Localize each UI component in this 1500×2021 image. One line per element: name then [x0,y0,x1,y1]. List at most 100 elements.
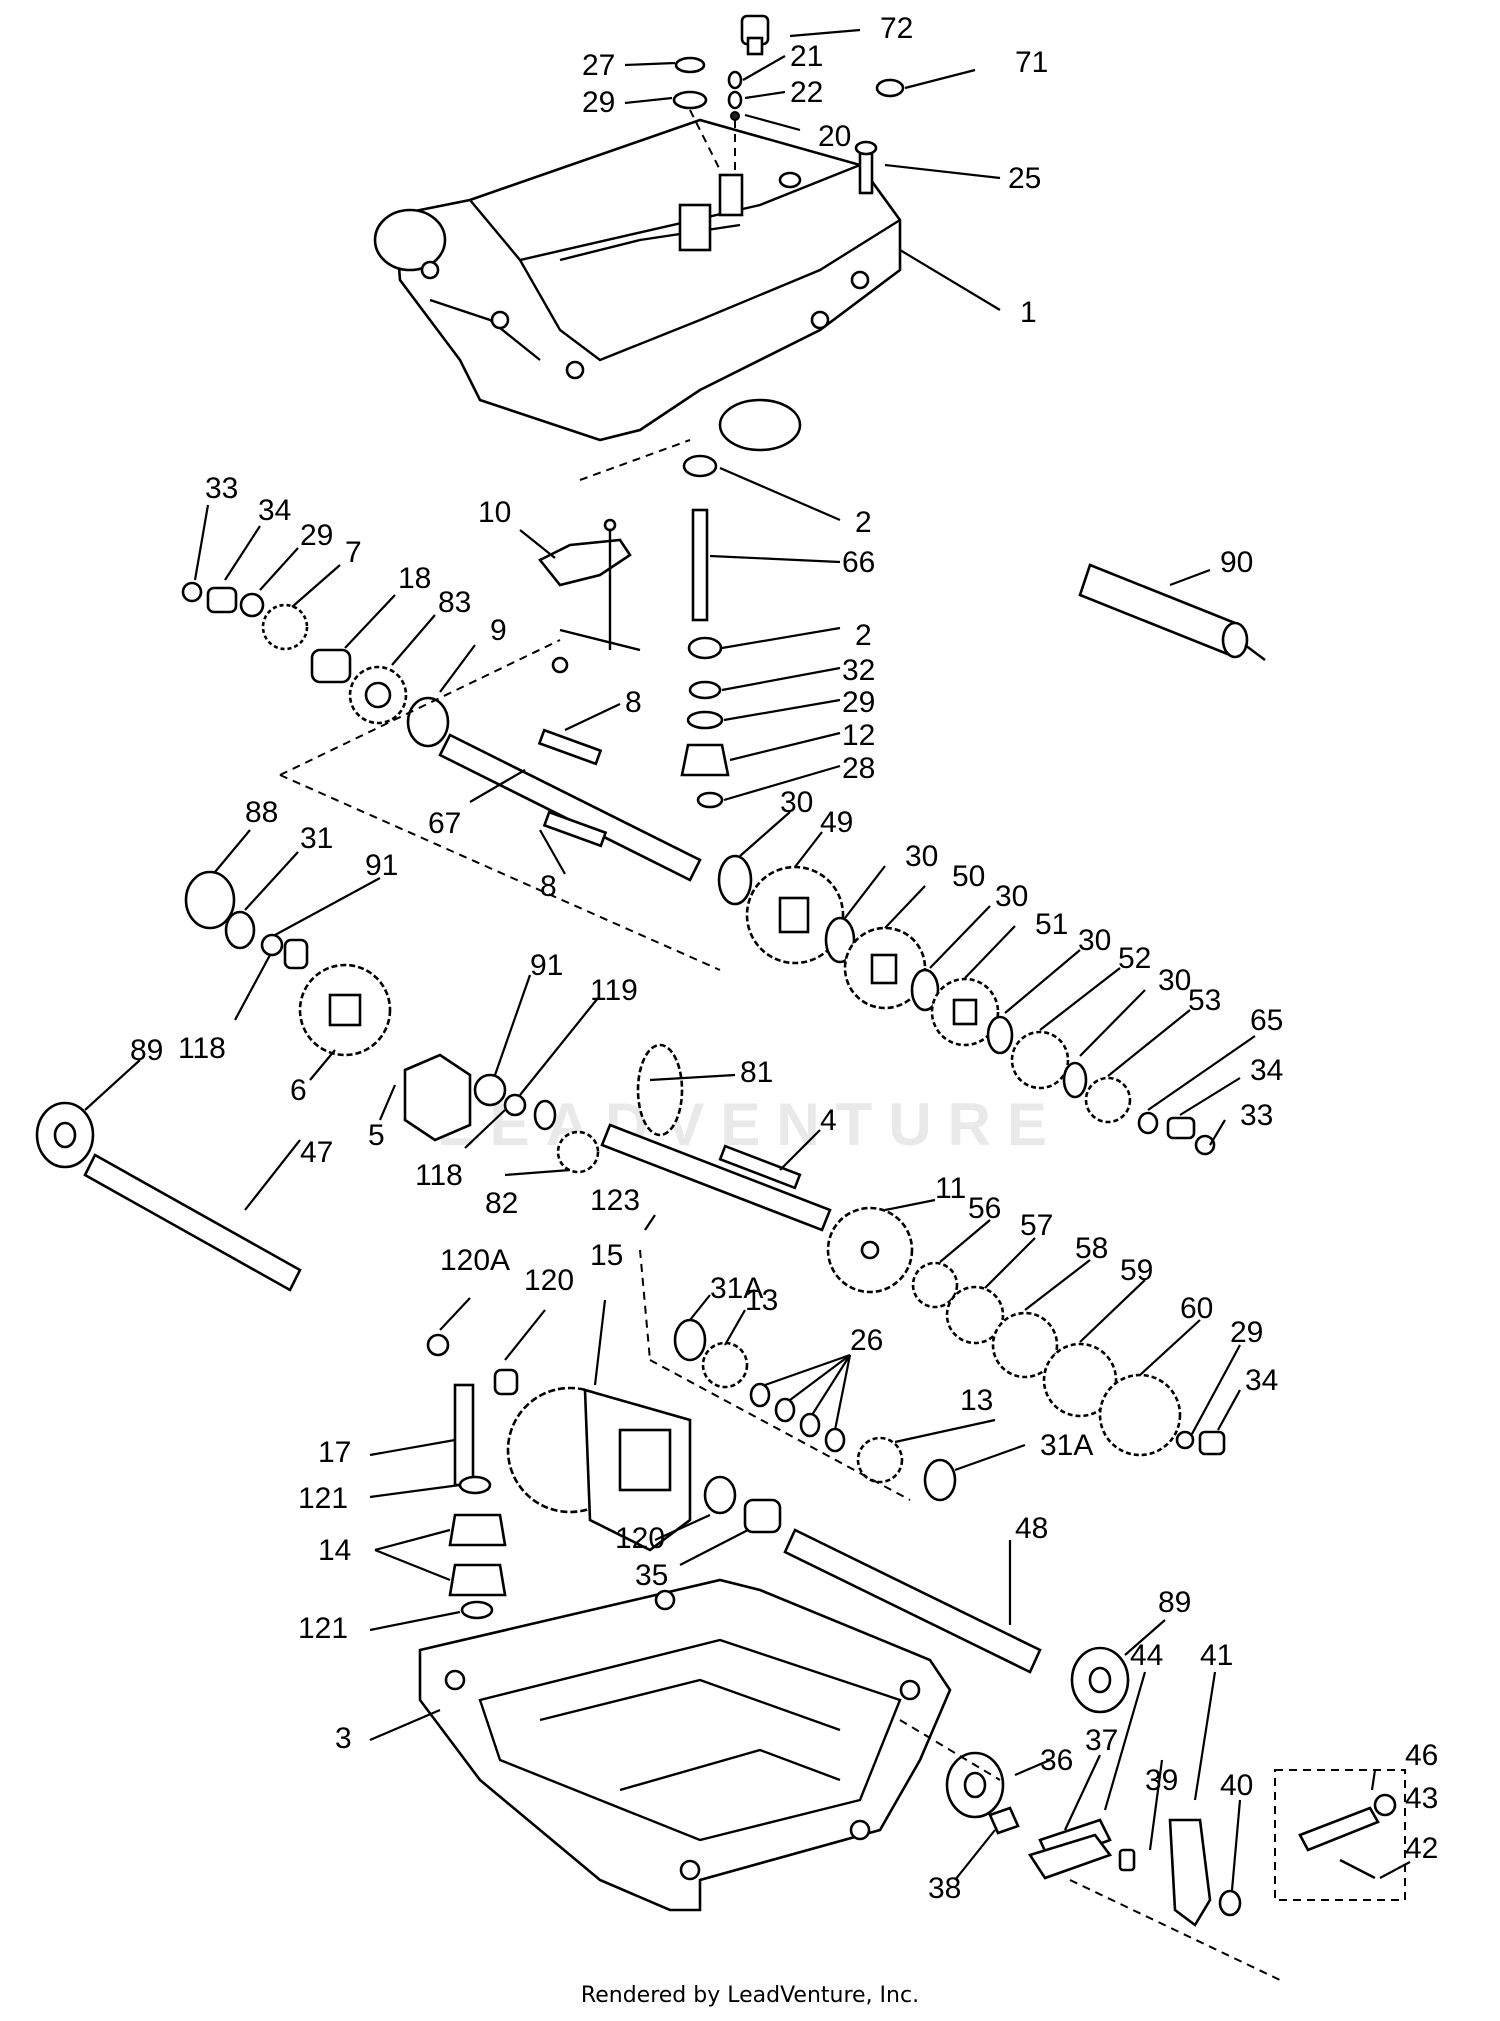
label-2-top: 2 [855,506,872,539]
label-36: 36 [1040,1744,1073,1777]
top-small-parts [672,14,905,195]
label-29: 29 [582,86,615,119]
shaft-4 [600,1123,832,1232]
right-gear-cluster [717,854,1216,1156]
label-25: 25 [1008,162,1041,195]
label-28: 28 [842,752,875,785]
label-81: 81 [740,1056,773,1089]
part-number-labels: 72 27 21 29 22 71 20 25 1 33 34 29 7 10 … [130,12,1438,1905]
label-8-bottom: 8 [540,870,557,903]
label-44: 44 [1130,1639,1163,1672]
shift-fork-assembly [537,518,641,674]
label-49: 49 [820,806,853,839]
left-middle-gears [184,870,684,1174]
watermark-text: LEADVENTURE [437,1091,1063,1158]
lower-housing [418,1578,952,1912]
label-67: 67 [428,807,461,840]
label-32: 32 [842,654,875,687]
label-31A-bottom: 31A [1040,1429,1093,1462]
label-2-mid: 2 [855,619,872,652]
main-shaft-67 [438,728,702,882]
cylinder-part-90 [1078,563,1266,661]
dashed-guides [279,439,1281,1981]
label-12: 12 [842,719,875,752]
label-51: 51 [1035,908,1068,941]
label-52: 52 [1118,942,1151,975]
label-35: 35 [635,1559,668,1592]
left-gear-stack-top [181,581,450,748]
label-59: 59 [1120,1254,1153,1287]
shift-bracket-parts [945,1751,1406,1927]
label-48: 48 [1015,1512,1048,1545]
label-14: 14 [318,1534,351,1567]
label-30-c: 30 [995,880,1028,913]
label-18: 18 [398,562,431,595]
label-46: 46 [1405,1739,1438,1772]
label-29-left: 29 [300,519,333,552]
label-8-top: 8 [625,686,642,719]
label-30-b: 30 [905,840,938,873]
label-90: 90 [1220,546,1253,579]
label-33-top: 33 [205,472,238,505]
label-71: 71 [1015,46,1048,79]
label-91-left: 91 [365,849,398,882]
label-21: 21 [790,40,823,73]
label-43: 43 [1405,1782,1438,1815]
label-30-e: 30 [1158,964,1191,997]
label-7: 7 [345,536,362,569]
label-121-top: 121 [298,1482,348,1515]
label-120-top: 120 [524,1264,574,1297]
label-91-mid: 91 [530,949,563,982]
footer-credit: Rendered by LeadVenture, Inc. [580,1983,920,2008]
label-89-left: 89 [130,1034,163,1067]
label-34-top: 34 [258,494,291,527]
label-47: 47 [300,1136,333,1169]
label-3: 3 [335,1722,352,1755]
label-58: 58 [1075,1232,1108,1265]
callout-leaders [84,28,1411,1891]
label-11: 11 [935,1172,966,1205]
label-42: 42 [1405,1832,1438,1865]
label-6: 6 [290,1074,307,1107]
label-89-right: 89 [1158,1586,1191,1619]
label-5: 5 [368,1119,385,1152]
label-83: 83 [438,586,471,619]
vertical-shaft-stack [680,454,730,809]
label-41: 41 [1200,1639,1233,1672]
label-118-left: 118 [178,1032,226,1065]
label-56: 56 [968,1192,1001,1225]
label-119: 119 [590,974,638,1007]
label-33-right: 33 [1240,1099,1273,1132]
label-30-a: 30 [780,786,813,819]
label-4: 4 [820,1104,837,1137]
label-27: 27 [582,49,615,82]
label-65: 65 [1250,1004,1283,1037]
lower-right-gears [673,1206,1226,1502]
label-57: 57 [1020,1209,1053,1242]
label-13-top: 13 [745,1284,778,1317]
label-121-bottom: 121 [298,1612,348,1645]
upper-housing [373,118,902,452]
label-88: 88 [245,796,278,829]
label-34-lower: 34 [1245,1364,1278,1397]
label-66: 66 [842,546,875,579]
label-31: 31 [300,822,333,855]
label-31A-top: 31A [710,1272,763,1305]
label-40: 40 [1220,1769,1253,1802]
label-118-mid: 118 [415,1159,463,1192]
label-22: 22 [790,76,823,109]
label-29-right: 29 [1230,1316,1263,1349]
label-82: 82 [485,1187,518,1220]
label-30-d: 30 [1078,924,1111,957]
label-20: 20 [818,120,851,153]
label-120A: 120A [440,1244,510,1277]
label-1: 1 [1020,296,1037,329]
label-60: 60 [1180,1292,1213,1325]
label-34-right: 34 [1250,1054,1283,1087]
axle-48 [783,1528,1130,1714]
label-37: 37 [1085,1724,1118,1757]
label-26: 26 [850,1324,883,1357]
label-9: 9 [490,614,507,647]
label-53: 53 [1188,984,1221,1017]
